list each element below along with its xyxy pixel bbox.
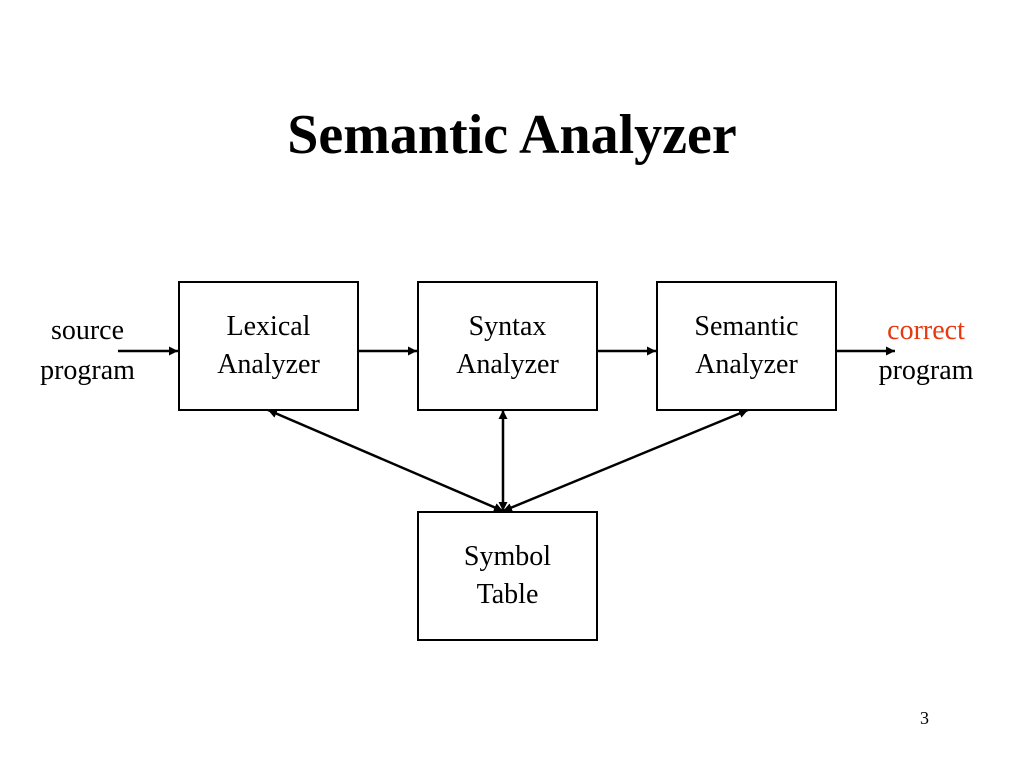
- symbol-table-line2: Table: [476, 579, 539, 610]
- syntax-analyzer-line1: Syntax: [468, 311, 547, 342]
- lexical-analyzer-line2: Analyzer: [217, 349, 320, 380]
- page-number: 3: [920, 708, 929, 728]
- symbol-table-box: Symbol Table: [417, 511, 598, 641]
- semantic-analyzer-box: Semantic Analyzer: [656, 281, 837, 411]
- lexical-analyzer-line1: Lexical: [226, 311, 311, 342]
- arrow-lexical-symbol-table: [267, 408, 504, 513]
- semantic-analyzer-line2: Analyzer: [695, 349, 798, 380]
- input-label-line2: program: [40, 355, 135, 386]
- syntax-analyzer-line2: Analyzer: [456, 349, 559, 380]
- syntax-analyzer-box: Syntax Analyzer: [417, 281, 598, 411]
- symbol-table-line1: Symbol: [463, 541, 552, 572]
- input-label-line1: source: [50, 315, 125, 346]
- arrow-semantic-symbol-table: [502, 408, 749, 513]
- slide-title: Semantic Analyzer: [287, 104, 737, 166]
- output-label-line1: correct: [887, 315, 965, 346]
- semantic-analyzer-line1: Semantic: [694, 311, 799, 342]
- lexical-analyzer-box: Lexical Analyzer: [178, 281, 359, 411]
- output-label: correct program: [858, 311, 994, 391]
- output-label-line2: program: [878, 355, 974, 386]
- input-label: source program: [20, 311, 155, 391]
